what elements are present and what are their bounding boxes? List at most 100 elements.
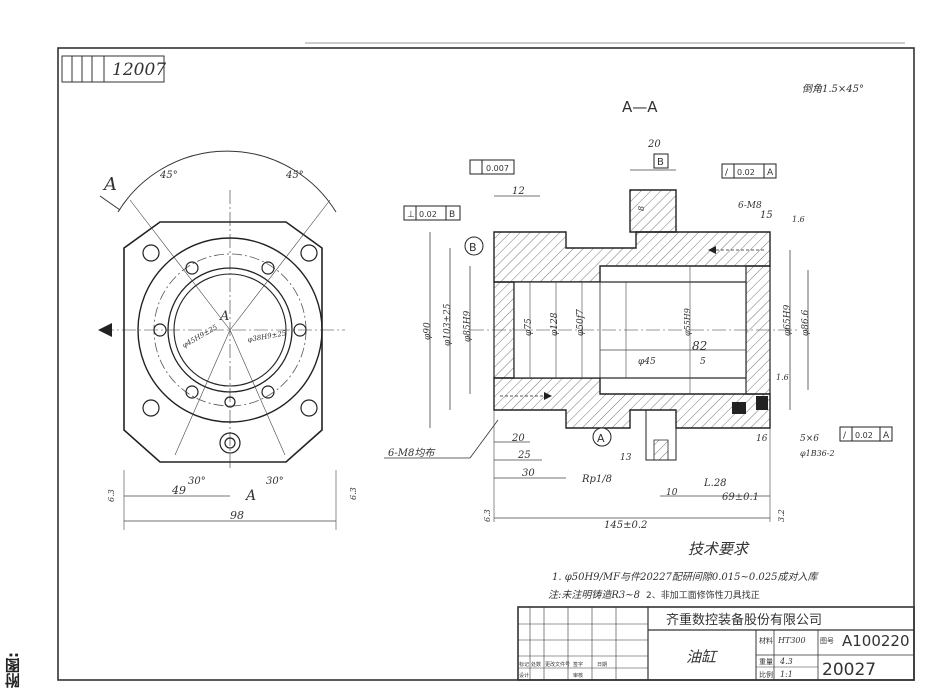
chamfer-note: 倒角1.5×45° [802, 83, 864, 95]
dim-20: 20 [647, 139, 661, 150]
corner-stamp-text: 12007 [112, 60, 166, 80]
flange-outline [123, 221, 323, 463]
drawing-no-label: 图号 [820, 637, 834, 645]
dia-90: φ90 [423, 322, 433, 340]
dim-5x6: 5×6 [800, 434, 819, 444]
side-caption: 附图: [4, 652, 22, 688]
seal-groove-1 [732, 402, 746, 414]
seal-groove-2 [756, 396, 768, 410]
rev-label-2: 更改文件号 [545, 661, 570, 668]
material-label: 材料 [759, 636, 773, 645]
rough-32: 3.2 [777, 509, 786, 522]
dia-75: φ75 [524, 318, 534, 336]
thread-rp: Rp1/8 [581, 474, 612, 485]
dim-15: 15 [760, 210, 773, 221]
rough-left: 6.3 [107, 489, 116, 502]
dia-55: φ55H9 [683, 308, 692, 336]
angle-top-left: 45° [159, 170, 178, 181]
left-end-view: A A 45° 45° 30° 30° φ45H9±25 φ38H9±25 49… [98, 150, 499, 530]
angle-bottom-right: 30° [266, 476, 284, 487]
part-name: 油缸 [686, 648, 718, 666]
weight-value: 4.3 [779, 657, 793, 666]
drawing-no: A100220 [842, 632, 910, 650]
title-block [517, 606, 915, 681]
datum-b-top: B [657, 157, 664, 168]
tech-req-2: 2、非加工面修饰性刀具找正 [646, 589, 760, 601]
rev-label-4: 日期 [597, 662, 607, 668]
perp-br-val: 0.02 [855, 431, 873, 440]
company-name: 齐重数控装备股份有限公司 [666, 612, 822, 628]
rough-63: 6.3 [483, 509, 492, 522]
view-a-bottom: A [244, 488, 256, 504]
rev-label-6: 审核 [573, 672, 583, 679]
scale-value: 1:1 [780, 670, 793, 679]
sheet-border [57, 42, 915, 681]
dim-25: 25 [517, 450, 531, 461]
revision-row-labels: 标记 处数 更改文件号 签字 日期 设计 审核 [519, 661, 607, 679]
perp-frame-bottom-right: / 0.02 A [839, 426, 893, 442]
thread-6m8: 6-M8 [738, 201, 762, 211]
rev-label-0: 标记 [519, 661, 529, 668]
dia-65: φ65H9 [783, 304, 793, 336]
dia-103: φ103±25 [443, 303, 453, 346]
perp-top-val: 0.02 [737, 168, 755, 177]
bolt-holes [142, 244, 318, 454]
angle-bottom-left: 30° [188, 476, 206, 487]
perp-left-sym: ⊥ [407, 210, 415, 220]
dim-98: 98 [230, 509, 244, 522]
tech-req-1: 1. φ50H9/MF与件20227配研间隙0.015~0.025成对入库 [552, 571, 820, 583]
perp-left-val: 0.02 [419, 210, 437, 219]
dia-86: φ86.6 [801, 309, 811, 336]
dim-13: 13 [620, 453, 632, 463]
perp-top-sym: / [725, 168, 729, 178]
corner-stamp: 12007 [61, 55, 166, 83]
weight-label: 重量 [759, 658, 773, 666]
dim-69: 69±0.1 [722, 492, 759, 503]
dim-10: 10 [666, 488, 678, 498]
dim-12: 12 [512, 186, 525, 197]
rev-label-5: 设计 [519, 672, 529, 679]
tech-note: 注:未注明铸造R3~8 [548, 589, 640, 601]
thread-note-left: 6-M8均布 [388, 447, 436, 459]
section-view: 0.007 ⊥ 0.02 B / 0.02 A / 0.02 A [403, 139, 893, 531]
perp-left-ref: B [449, 210, 455, 220]
dia-45: φ45 [638, 357, 656, 367]
perp-top-ref: A [767, 168, 774, 178]
dim-30: 30 [522, 468, 535, 479]
top-boss [629, 189, 677, 233]
rough-28: L.28 [703, 478, 727, 489]
part-no: 20027 [822, 660, 876, 680]
perp-frame-top: / 0.02 A [721, 163, 777, 179]
dia-right: φ38H9±25 [247, 329, 287, 344]
runout-frame: 0.007 [469, 159, 515, 175]
dim-145: 145±0.2 [604, 520, 647, 531]
perp-frame-left: ⊥ 0.02 B [403, 205, 461, 221]
rough-16: 1.6 [792, 215, 805, 224]
material-value: HT300 [777, 636, 806, 645]
datum-b: B [469, 241, 477, 254]
dia-128: φ128 [550, 312, 560, 336]
rough-right: 6.3 [349, 487, 358, 500]
dim-82: 82 [692, 339, 707, 353]
perp-br-ref: A [883, 431, 890, 441]
dia-85: φ85H9 [463, 310, 473, 342]
section-title: A—A [622, 98, 658, 116]
dia-50: φ50f7 [576, 309, 586, 336]
perp-br-sym: / [843, 431, 847, 441]
center-label-a: A [219, 309, 229, 324]
dim-49: 49 [171, 484, 186, 497]
seal-note: φ1B36-2 [800, 449, 835, 458]
dia-left: φ45H9±25 [181, 323, 219, 350]
lower-wall [493, 377, 771, 429]
rough-16b: 1.6 [776, 373, 789, 382]
rev-label-1: 处数 [531, 661, 541, 668]
dim-16: 16 [756, 434, 768, 444]
tech-heading: 技术要求 [688, 540, 750, 558]
angle-top-right: 45° [285, 170, 304, 181]
tech-requirements: 技术要求 1. φ50H9/MF与件20227配研间隙0.015~0.025成对… [548, 540, 820, 601]
scale-label: 比例 [759, 670, 773, 679]
dim-5: 5 [700, 357, 706, 367]
runout-value: 0.007 [486, 164, 509, 173]
view-label-a: A [102, 174, 117, 195]
